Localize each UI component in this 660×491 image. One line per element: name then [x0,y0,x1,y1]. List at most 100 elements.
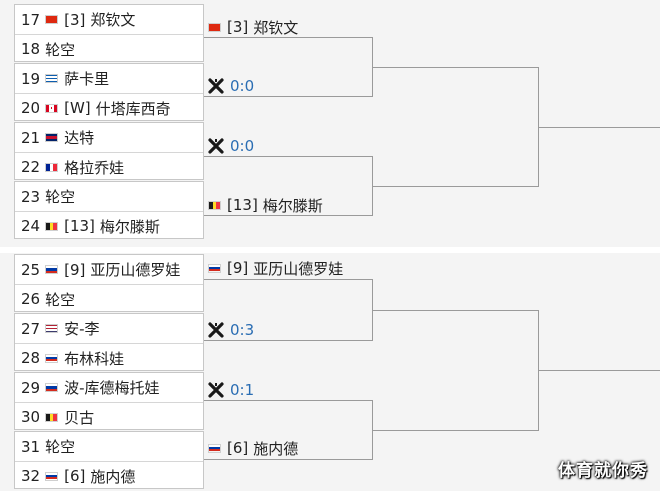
match-score: 0:0 [230,77,255,95]
draw-position: 19 [21,69,41,88]
player-row[interactable]: 20 [W]什塔库西奇 [15,93,203,122]
draw-position: 17 [21,10,41,29]
player-row[interactable]: 32 [6]施内德 [15,461,203,490]
player-name: 郑钦文 [253,18,299,37]
draw-position: 18 [21,40,41,58]
round2-pending-match[interactable]: 0:1 [208,378,372,402]
player-name: 达特 [64,129,95,147]
belgium-flag [45,412,59,422]
canada-flag [45,103,59,113]
draw-position: 29 [21,378,41,397]
greece-flag [45,74,59,83]
bracket-connector [204,400,372,401]
usa-flag [45,324,59,333]
round2-pending-match[interactable]: 0:0 [208,134,372,158]
china-flag [45,15,59,24]
player-name: 贝古 [64,408,95,427]
player-seed: [3] [64,10,86,29]
player-name: 轮空 [45,438,76,456]
draw-position: 30 [21,408,41,426]
player-row[interactable]: 21 达特 [15,123,203,152]
versus-icon [208,322,224,338]
player-name: 轮空 [45,40,76,59]
draw-position: 32 [21,467,41,485]
player-name: 梅尔滕斯 [262,196,323,215]
bracket-connector [204,37,372,38]
player-row[interactable]: 28 布林科娃 [15,343,203,372]
player-row[interactable]: 24[13]梅尔滕斯 [15,211,203,240]
bracket-connector [204,215,372,216]
bracket-connector [372,310,538,311]
player-name: 轮空 [45,188,76,206]
player-seed: [W] [64,99,91,117]
player-seed: [6] [64,467,86,485]
russia-flag [208,263,221,273]
round2-player[interactable]: [3]郑钦文 [208,15,372,39]
player-seed: [13] [64,217,95,235]
china-flag [208,22,221,32]
russia-flag [45,353,59,363]
player-name: 亚历山德罗娃 [253,259,344,278]
player-seed: [9] [64,260,86,279]
player-row[interactable]: 29 波-库德梅托娃 [15,373,203,402]
russia-flag [208,443,221,453]
russia-flag [45,383,59,392]
round2-player[interactable]: [9]亚历山德罗娃 [208,256,372,280]
belgium-flag [45,221,59,231]
player-name: 布林科娃 [64,349,125,368]
player-row[interactable]: 17 [3]郑钦文 [15,5,203,34]
draw-position: 21 [21,128,41,147]
draw-position: 31 [21,437,41,456]
player-name: 波-库德梅托娃 [64,379,160,397]
match-box-r1[interactable]: 29 波-库德梅托娃 30 贝古 [14,372,204,430]
bracket-connector [538,127,660,128]
france-flag [45,162,59,172]
player-name: 什塔库西奇 [95,99,171,118]
player-name: 轮空 [45,290,76,309]
versus-icon [208,78,224,94]
player-name: 郑钦文 [90,11,136,29]
draw-position: 27 [21,319,41,338]
russia-flag [45,265,59,274]
round2-pending-match[interactable]: 0:3 [208,318,372,342]
player-name: 施内德 [253,439,299,458]
draw-position: 23 [21,187,41,206]
bracket-connector [372,67,538,68]
draw-position: 26 [21,290,41,308]
round2-pending-match[interactable]: 0:0 [208,74,372,98]
match-score: 0:3 [230,321,255,339]
uk-flag [45,133,59,142]
bracket-connector [204,279,372,280]
round2-player[interactable]: [6]施内德 [208,436,372,460]
draw-position: 22 [21,158,41,176]
round2-player[interactable]: [13]梅尔滕斯 [208,193,372,217]
player-name: 梅尔滕斯 [99,217,160,236]
player-name: 亚历山德罗娃 [90,261,181,279]
player-name: 施内德 [90,467,136,486]
bracket-connector [204,156,372,157]
player-row[interactable]: 25[9]亚历山德罗娃 [15,255,203,284]
match-score: 0:1 [230,381,255,399]
bracket-connector [372,430,538,431]
versus-icon [208,138,224,154]
bracket-connector [372,186,538,187]
player-seed: [9] [227,259,249,277]
match-score: 0:0 [230,137,255,155]
draw-position: 28 [21,349,41,367]
draw-position: 20 [21,99,41,117]
player-row[interactable]: 30 贝古 [15,402,203,431]
